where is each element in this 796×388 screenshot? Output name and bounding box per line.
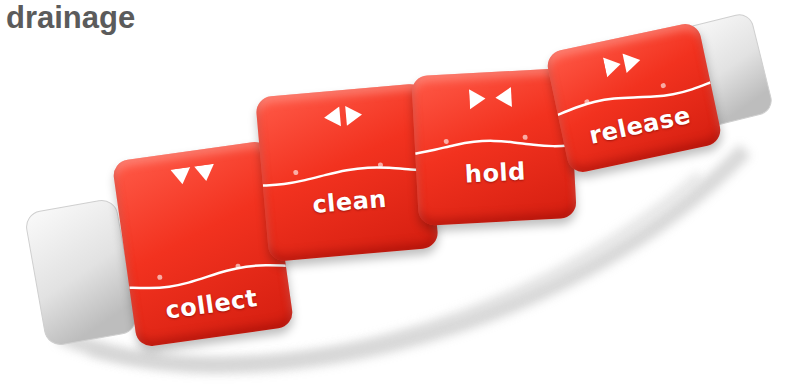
triangle-symbol <box>170 167 192 186</box>
wave-line <box>557 77 711 118</box>
process-key: clean <box>255 83 439 262</box>
wave-line <box>262 157 433 192</box>
water-drop <box>444 139 449 144</box>
triangle-symbol <box>495 87 512 108</box>
wave-line <box>129 261 287 292</box>
triangle-symbol <box>323 106 341 127</box>
key-label: clean <box>264 181 436 224</box>
wave-line <box>414 131 573 159</box>
water-drop <box>235 263 241 269</box>
triangle-symbol <box>194 164 216 183</box>
key-icon <box>603 48 651 79</box>
key-icon <box>170 164 217 192</box>
triangle-symbol <box>469 88 486 109</box>
key-label: hold <box>416 155 575 191</box>
water-drop <box>157 274 163 280</box>
triangle-symbol <box>622 50 642 73</box>
triangle-symbol <box>603 54 623 77</box>
water-drop <box>378 163 383 168</box>
wave-line <box>262 162 432 186</box>
water-drop <box>293 170 298 175</box>
wave-line <box>415 136 573 153</box>
process-key: release <box>545 21 723 175</box>
water-drop <box>660 83 666 89</box>
water-drop <box>523 135 528 140</box>
triangle-symbol <box>345 105 363 126</box>
key-icon <box>469 87 514 111</box>
diagram-title: drainage <box>6 0 135 36</box>
key-icon <box>319 104 365 130</box>
water-drop <box>584 99 590 105</box>
